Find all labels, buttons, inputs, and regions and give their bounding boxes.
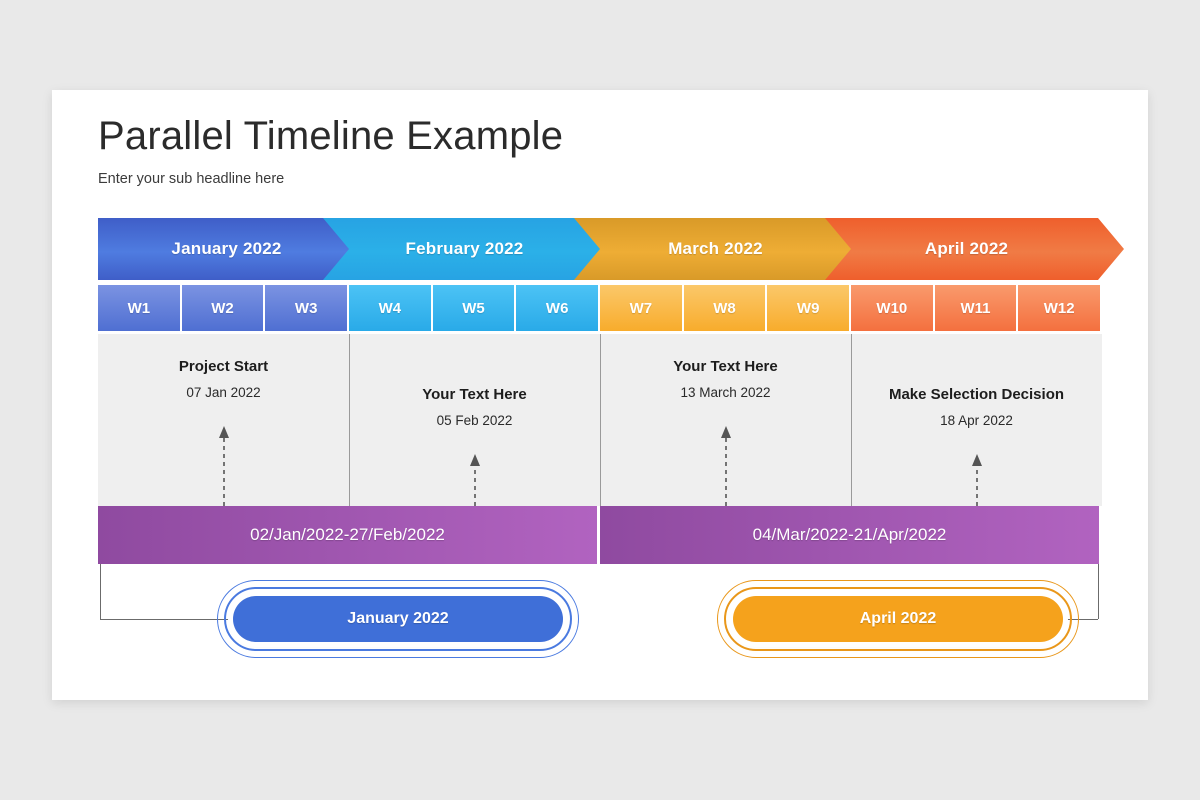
milestone-up-arrow-icon xyxy=(971,454,982,506)
week-cell-w8[interactable]: W8 xyxy=(683,285,766,331)
month-arrow-february-2022[interactable]: February 2022 xyxy=(323,218,622,280)
month-label: January 2022 xyxy=(171,239,282,258)
week-cell-w11[interactable]: W11 xyxy=(934,285,1017,331)
month-arrow-january-2022[interactable]: January 2022 xyxy=(98,218,371,280)
panel-divider xyxy=(349,334,350,506)
week-label: W5 xyxy=(462,299,485,317)
week-cell-w10[interactable]: W10 xyxy=(851,285,933,331)
milestone-date: 18 Apr 2022 xyxy=(940,413,1013,428)
pill-label: January 2022 xyxy=(347,610,449,627)
header: Parallel Timeline Example Enter your sub… xyxy=(98,114,563,187)
page-title: Parallel Timeline Example xyxy=(98,114,564,158)
phase-range-label: 04/Mar/2022-21/Apr/2022 xyxy=(752,525,947,544)
month-arrow-march-2022[interactable]: March 2022 xyxy=(574,218,873,280)
week-cell-w6[interactable]: W6 xyxy=(516,285,598,331)
milestone-date: 13 March 2022 xyxy=(680,385,771,400)
milestone-title: Your Text Here xyxy=(422,386,527,403)
milestones-panel: Project Start 07 Jan 2022 Your Text Here 05… xyxy=(98,334,1102,506)
months-row: January 2022 February 2022 March 2022 April… xyxy=(98,218,1102,280)
week-label: W3 xyxy=(294,299,318,317)
page-subtitle: Enter your sub headline here xyxy=(98,171,285,187)
slide-card: Parallel Timeline Example Enter your sub… xyxy=(52,90,1148,700)
week-label: W1 xyxy=(127,299,151,317)
week-cell-w12[interactable]: W12 xyxy=(1018,285,1100,331)
footer-zone: January 2022 April 2022 xyxy=(98,564,1102,674)
milestone-2[interactable]: Your Text Here 05 Feb 2022 xyxy=(349,334,600,506)
phases-row: 02/Jan/2022-27/Feb/2022 04/Mar/2022-21/Ap… xyxy=(98,506,1102,564)
week-label: W10 xyxy=(876,299,908,317)
milestone-1[interactable]: Project Start 07 Jan 2022 xyxy=(98,334,349,506)
milestone-title: Project Start xyxy=(178,358,269,375)
phase-bar-1[interactable]: 02/Jan/2022-27/Feb/2022 xyxy=(98,506,597,564)
pill-label: April 2022 xyxy=(859,610,937,627)
week-cell-w5[interactable]: W5 xyxy=(432,285,515,331)
milestone-title: Make Selection Decision xyxy=(888,386,1065,403)
milestone-up-arrow-icon xyxy=(218,426,229,506)
week-label: W7 xyxy=(629,299,653,317)
month-label: April 2022 xyxy=(924,239,1009,258)
pill-ring-2 xyxy=(224,587,572,651)
milestone-date: 05 Feb 2022 xyxy=(436,413,513,428)
milestone-4[interactable]: Make Selection Decision 18 Apr 2022 xyxy=(851,334,1102,506)
milestone-3[interactable]: Your Text Here 13 March 2022 xyxy=(600,334,851,506)
pill-ring-2 xyxy=(724,587,1072,651)
panel-divider xyxy=(851,334,852,506)
pill-ring-1 xyxy=(217,580,579,658)
weeks-row: W1 W2 W3 W4 W5 W6 W7 W8 W9 W10 W11 W12 xyxy=(98,285,1102,331)
week-label: W4 xyxy=(378,299,402,317)
milestone-up-arrow-icon xyxy=(720,426,731,506)
week-label: W9 xyxy=(796,299,820,317)
connector-left-vertical xyxy=(100,564,101,619)
pill-button-january-2022[interactable]: January 2022 xyxy=(233,596,563,642)
week-label: W12 xyxy=(1043,299,1075,317)
week-label: W8 xyxy=(713,299,736,317)
pill-button-april-2022[interactable]: April 2022 xyxy=(733,596,1063,642)
pill-ring-1 xyxy=(717,580,1079,658)
week-label: W11 xyxy=(960,299,991,317)
milestone-date: 07 Jan 2022 xyxy=(186,385,261,400)
month-arrow-april-2022[interactable]: April 2022 xyxy=(825,218,1124,280)
week-label: W6 xyxy=(545,299,569,317)
week-cell-w3[interactable]: W3 xyxy=(265,285,347,331)
panel-divider xyxy=(600,334,601,506)
milestone-title: Your Text Here xyxy=(673,358,778,375)
month-label: February 2022 xyxy=(405,239,524,258)
week-cell-w7[interactable]: W7 xyxy=(600,285,682,331)
month-label: March 2022 xyxy=(668,239,763,258)
connector-left-horizontal xyxy=(100,619,253,620)
week-label: W2 xyxy=(211,299,234,317)
week-cell-w1[interactable]: W1 xyxy=(98,285,180,331)
week-cell-w9[interactable]: W9 xyxy=(767,285,849,331)
phase-range-label: 02/Jan/2022-27/Feb/2022 xyxy=(250,525,445,544)
phase-bar-2[interactable]: 04/Mar/2022-21/Apr/2022 xyxy=(600,506,1099,564)
week-cell-w4[interactable]: W4 xyxy=(349,285,431,331)
milestone-up-arrow-icon xyxy=(469,454,480,506)
week-cell-w2[interactable]: W2 xyxy=(181,285,264,331)
connector-right-vertical xyxy=(1098,564,1099,619)
